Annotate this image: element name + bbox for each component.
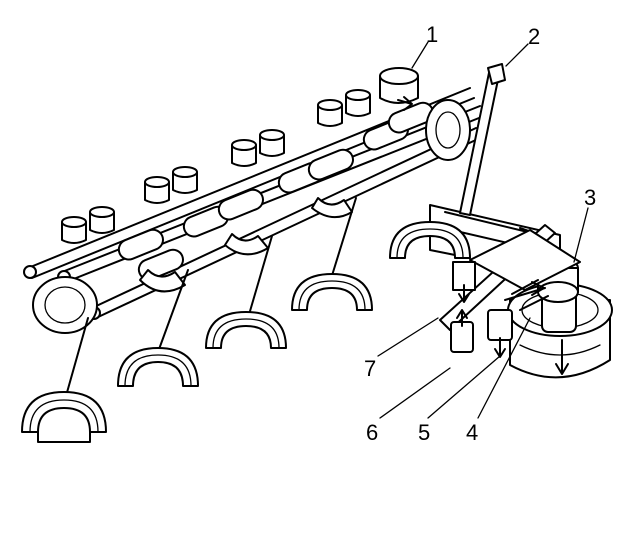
- main-bearing-3: [205, 235, 287, 349]
- callout-2: 2: [528, 24, 540, 49]
- valve-cover-cap: [379, 67, 419, 104]
- callout-3: 3: [584, 185, 596, 210]
- main-bearing-2: [117, 269, 199, 387]
- callouts: 1 2 3 4 5 6 7: [364, 22, 596, 445]
- leader-lines: [377, 41, 589, 419]
- oil-gallery-block: [429, 204, 581, 358]
- main-bearing-saddles: [21, 197, 471, 443]
- rear-oil-rail: [459, 63, 506, 216]
- main-bearing-4: [291, 197, 373, 311]
- callout-5: 5: [418, 420, 430, 445]
- rocker-row: [117, 101, 434, 281]
- cam-journals: [32, 99, 471, 334]
- callout-1: 1: [426, 22, 438, 47]
- lifter-row: [61, 89, 371, 244]
- valvetrain-assembly: [23, 67, 485, 334]
- callout-4: 4: [466, 420, 478, 445]
- main-bearing-1: [21, 317, 107, 443]
- callout-6: 6: [366, 420, 378, 445]
- main-bearing-5: [389, 221, 471, 259]
- callout-7: 7: [364, 356, 376, 381]
